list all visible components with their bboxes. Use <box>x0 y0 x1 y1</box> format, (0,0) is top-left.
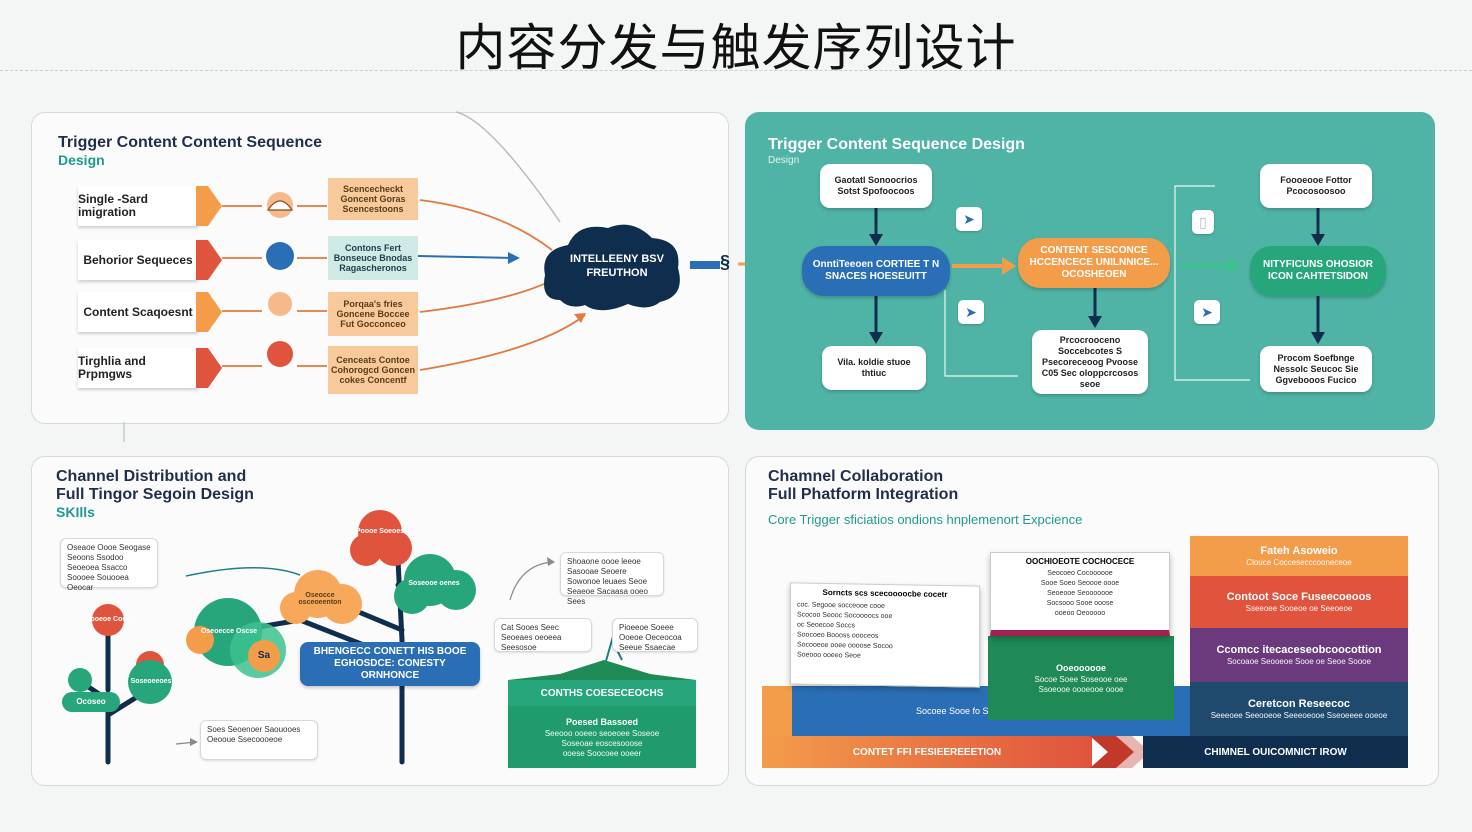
panel2-subtitle: Design <box>768 155 800 166</box>
content-banner: BHENGECC CONETT HIS BOOE EGHOSDCE: CONES… <box>300 642 480 686</box>
tag-content-1: Scencecheckt Goncent Goras Scencestoons <box>328 178 418 220</box>
leaf-label-red: Poooe Soeoes <box>355 528 405 535</box>
green-block-body: Poesed Bassoed Seeooo ooeeo seoeoee Sose… <box>508 706 696 768</box>
send-icon: ➤ <box>956 207 982 231</box>
leaf-label-red-small: Sooeoe Coee <box>85 616 131 623</box>
panel4-title-line2: Full Phatform Integration <box>768 486 959 503</box>
green-line-2: Seeooo ooeeo seoeoee Soseoe <box>544 728 660 738</box>
panel4-title-line1: Chamnel Collaboration <box>768 468 944 485</box>
panel3-title-line2: Full Tingor Segoin Design <box>56 486 254 503</box>
band-red-heading: Contoot Soce Fuseecoeoos <box>1226 590 1372 603</box>
pill-content-sequence: CONTENT SESCONCE HCCENCECE UNILNNICE... … <box>1018 238 1170 288</box>
green-block-line-1: Ooeoooooe <box>1056 662 1106 673</box>
band-red: Contoot Soce Fuseecoeoos Sseeoee Sooeoe … <box>1190 576 1408 628</box>
left-card-title: Sorncts scs scecoooocbe cocetr <box>822 587 948 600</box>
green-line-1: Poesed Bassoed <box>565 716 639 727</box>
band-navy: Ceretcon Reseecoc Seeeoee Seeooeoe Seeeo… <box>1190 682 1408 736</box>
tag-content-3: Porqaa's fries Goncene Boccee Fut Goccon… <box>328 292 418 336</box>
note-mid-right-b: Pioeeoe Soeee Ooeoe Oeceocoa Seeue Ssaec… <box>612 618 698 652</box>
send-icon-2: ➤ <box>958 300 984 324</box>
green-line-3: Soseoae eoscesooose <box>561 738 643 748</box>
send-icon-3: ➤ <box>1194 300 1220 324</box>
green-block-line-2: Socoe Soee Soseooe oee <box>1034 674 1128 684</box>
box-process-factor: Foooeooe Fottor Pcocosoosoo <box>1260 164 1372 208</box>
box-process-bridge: Procom Soefbnge Nessolc Seucoc Sie Ggveb… <box>1260 346 1372 392</box>
green-line-4: ooese Soocoee ooeer <box>562 748 642 758</box>
leaf-label-green-mid: Oseoecce Oscse <box>200 628 258 635</box>
cloud-distribution-label: INTELLEENY BSV FREUTHON <box>570 253 664 279</box>
note-top-left: Oseaoe Oooe Seogase Seoons Ssodoo Seoeoe… <box>60 538 158 592</box>
panel2-title: Trigger Content Sequence Design <box>768 136 1025 153</box>
band-orange-heading: Fateh Asoweio <box>1260 544 1338 557</box>
note-bottom: Soes Seoenoer Saouooes Oeooue Ssecoooeoe <box>200 720 318 760</box>
tag-content-4: Cenceats Contoe Cohorogcd Goncen cokes C… <box>328 346 418 394</box>
chevron-content: Content Scaqoesnt <box>78 292 198 332</box>
leaf-label-sa: Sa <box>257 650 271 661</box>
panel3-title-line1: Channel Distribution and <box>56 468 247 485</box>
band-orange-sub: Clouce Coccesecccooneceoe <box>1246 557 1352 567</box>
pill-notification: NITYFICUNS OHOSIOR ICON CAHTETSIDON <box>1250 246 1386 296</box>
center-card-line-2: Sooe Soeo Seoooe oooe <box>1040 580 1120 587</box>
green-block-line-3: Ssoeooe oooeooe oooe <box>1038 684 1124 694</box>
chevron-single-sard: Single -Sard imigration <box>78 186 198 226</box>
orange-bar: CONTET FFI FESIEEREEETION <box>762 736 1092 768</box>
panel1-title: Trigger Content Content Sequence <box>58 134 323 151</box>
center-card: OOCHIOEOTE COCHOCECE Seocoeo Cocoooooe S… <box>990 552 1170 636</box>
left-card: Sorncts scs scecoooocbe cocetr coc. Sego… <box>790 582 980 688</box>
panel4-subtitle: Core Trigger sficiatios ondions hnplemen… <box>768 512 1083 527</box>
band-purple-heading: Ccomcc itecaceseobcoocottion <box>1216 643 1382 656</box>
left-card-line-6: Soeooo ooeeo Seoe <box>797 651 861 660</box>
panel1-subtitle: Design <box>58 152 105 168</box>
chevron-behavior: Behorior Sequeces <box>78 240 198 280</box>
green-block: Ooeoooooe Socoe Soee Soseooe oee Ssoeooe… <box>988 636 1174 720</box>
leaf-label-base: Ocoseo <box>76 697 106 706</box>
center-card-line-5: ooeoo Oeooooo <box>1054 610 1106 617</box>
leaf-label-orange: Oseocce osceoeenton <box>298 592 342 606</box>
band-navy-sub: Seeeoee Seeooeoe Seeeoeooe Sseoeeee ooeo… <box>1210 710 1388 720</box>
center-card-line-3: Seoeooe Seooooooe <box>1047 590 1113 597</box>
note-mid-right-a: Cat Sooes Seec Seoeaes oeoeea Seesosoe <box>494 618 592 652</box>
title-rule <box>0 70 1472 71</box>
center-card-line-1: Seocoeo Cocoooooe <box>1047 570 1113 577</box>
band-navy-heading: Ceretcon Reseecoc <box>1247 697 1351 710</box>
box-factual-scenarios: Gaotatl Sonoocrios Sotst Spofoocoos <box>820 164 932 208</box>
leaf-label-green-top: Soseooe oenes <box>408 580 460 587</box>
band-orange: Fateh Asoweio Clouce Coccesecccooneceoe <box>1190 536 1408 576</box>
navy-bar: CHIMNEL OUICOMNICT IROW <box>1143 736 1408 768</box>
pill-content-trigger: OnntiTeeoen CORTIEE T N SNACES HOESEUITT <box>802 246 950 296</box>
link-glyph: § <box>720 252 731 272</box>
band-purple-sub: Socoaoe Seooeoe Sooe oe Seoe Soooe <box>1226 656 1372 666</box>
band-purple: Ccomcc itecaceseobcoocottion Socoaoe Seo… <box>1190 628 1408 682</box>
band-red-sub: Sseeoee Sooeoe oe Seeoeoe <box>1245 603 1353 613</box>
tag-content-2: Contons Fert Bonseuce Bnodas Ragascheron… <box>328 236 418 280</box>
center-card-title: OOCHIOEOTE COCHOCECE <box>1025 557 1135 566</box>
green-block-header: CONTHS COESECEOCHS <box>508 680 696 706</box>
panel3-subtitle: SKIlls <box>56 504 95 520</box>
box-vila-kolde: Vila. koldie stuoe thtiuc <box>822 346 926 390</box>
document-icon: ▯ <box>1192 210 1214 234</box>
leaf-label-green-low: Soseoeeoes <box>130 678 172 685</box>
page-title: 内容分发与触发序列设计 <box>455 19 1017 77</box>
box-processing-sequence: Prcocrooceno Soccebcotes S Psecoreceoog … <box>1032 330 1148 394</box>
chevron-triggers: Tirghlia and Prpmgws <box>78 348 198 388</box>
center-card-line-4: Socsooo Sooe ooose <box>1046 600 1114 607</box>
note-top-right: Shoaone oooe leeoe Sasooae Seoere Sowono… <box>560 552 664 606</box>
